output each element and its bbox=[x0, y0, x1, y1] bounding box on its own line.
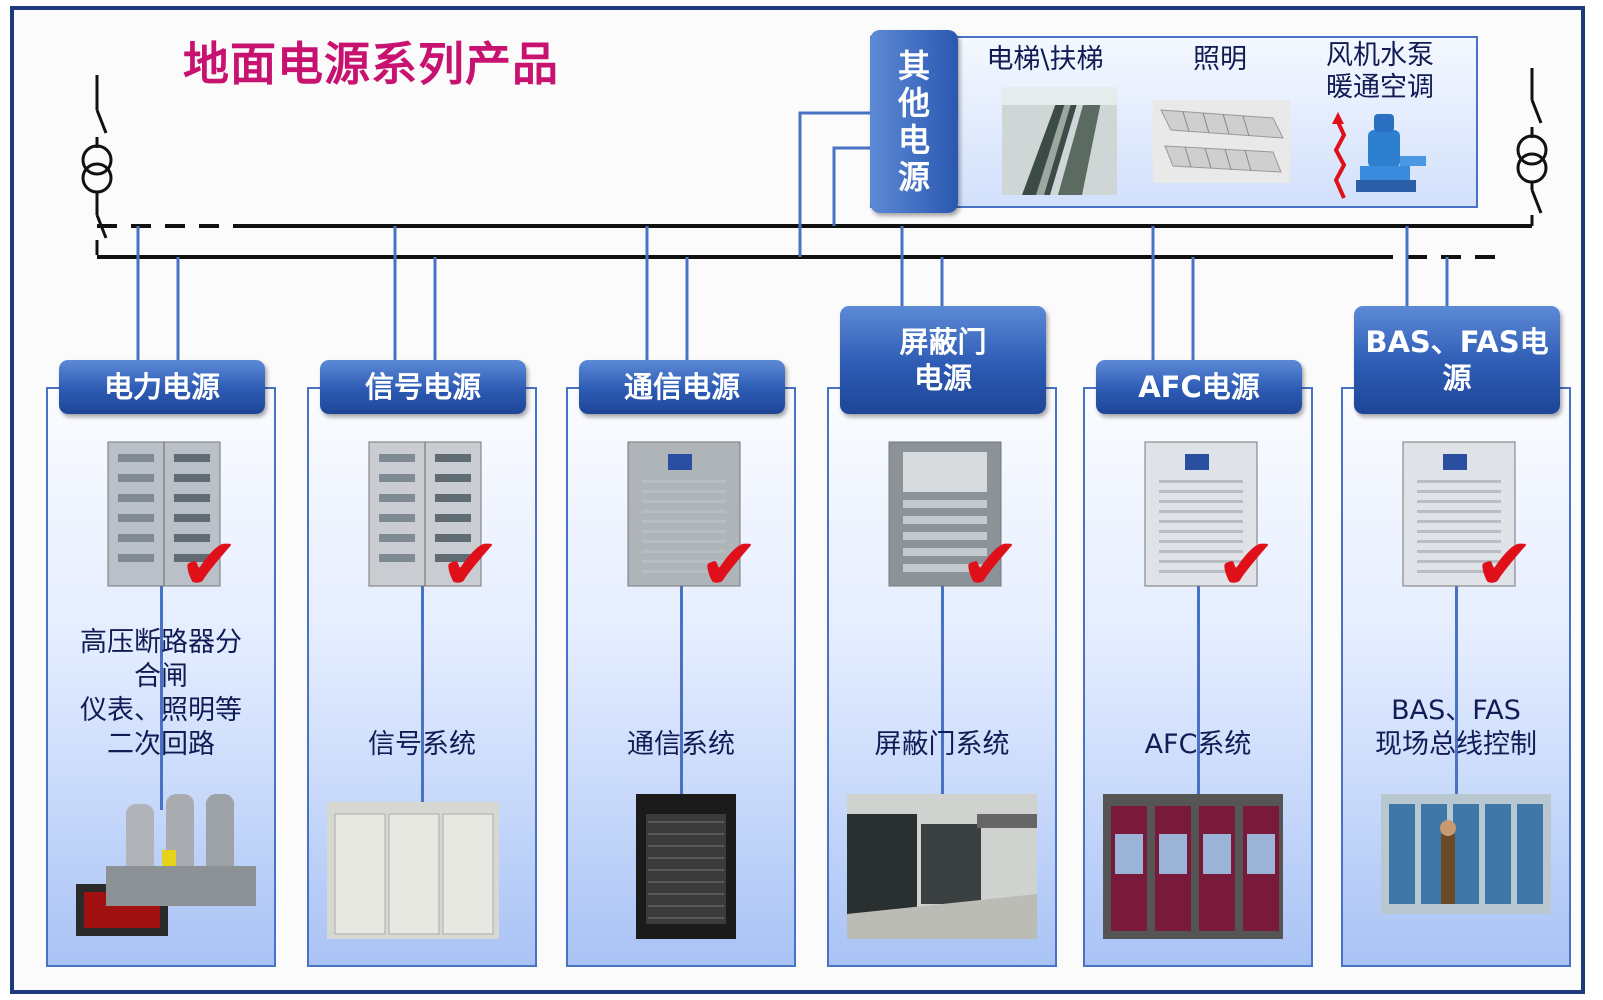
signal-cabinet-icon bbox=[368, 441, 482, 587]
bus-bars bbox=[97, 224, 1532, 259]
power-type-header: 屏蔽门 电源 bbox=[840, 306, 1046, 414]
water-pump-photo-icon bbox=[1332, 112, 1426, 199]
platform-door-photo-icon bbox=[847, 794, 1037, 939]
signal-room-photo-icon bbox=[327, 802, 499, 939]
column-connector bbox=[160, 560, 163, 810]
escalator-label: 电梯\扶梯 bbox=[986, 44, 1104, 75]
checkmark-icon: ✔ bbox=[440, 522, 501, 606]
power-type-header: AFC电源 bbox=[1096, 360, 1302, 414]
application-description: 高压断路器分 合闸 仪表、照明等 二次回路 bbox=[80, 627, 242, 760]
psd-cabinet-icon bbox=[888, 441, 1002, 587]
column-feeders bbox=[136, 226, 1449, 360]
checkmark-icon: ✔ bbox=[1216, 522, 1277, 606]
application-description: 通信系统 bbox=[627, 729, 735, 760]
ceiling-light-photo-icon bbox=[1153, 100, 1290, 183]
other-power-feeders bbox=[798, 111, 870, 257]
right-incomer bbox=[1516, 68, 1548, 226]
application-description: 信号系统 bbox=[368, 729, 476, 760]
other-power-header: 其他电源 bbox=[870, 30, 958, 213]
power-type-header: 电力电源 bbox=[59, 360, 265, 414]
circuit-breaker-photo-icon bbox=[76, 794, 256, 936]
lighting-label: 照明 bbox=[1193, 44, 1247, 75]
ups-tower-icon bbox=[1144, 441, 1258, 587]
column-connector bbox=[941, 560, 944, 810]
power-type-header: 信号电源 bbox=[320, 360, 526, 414]
checkmark-icon: ✔ bbox=[179, 522, 240, 606]
column-connector bbox=[421, 560, 424, 810]
server-rack-photo-icon bbox=[636, 794, 736, 939]
power-type-header: BAS、FAS电 源 bbox=[1354, 306, 1560, 414]
power-type-header: 通信电源 bbox=[579, 360, 785, 414]
page-title: 地面电源系列产品 bbox=[183, 37, 559, 91]
column-connector bbox=[1455, 560, 1458, 810]
ups-tower-icon bbox=[1402, 441, 1516, 587]
column-connector bbox=[680, 560, 683, 810]
ups-cabinet-icon bbox=[627, 441, 741, 587]
left-incomer bbox=[81, 75, 113, 255]
ticket-machine-photo-icon bbox=[1103, 794, 1283, 939]
checkmark-icon: ✔ bbox=[1474, 522, 1535, 606]
hvac-pump-label: 风机水泵 暖通空调 bbox=[1326, 40, 1434, 103]
power-cabinet-icon bbox=[107, 441, 221, 587]
checkmark-icon: ✔ bbox=[699, 522, 760, 606]
application-description: AFC系统 bbox=[1144, 729, 1252, 760]
column-connector bbox=[1197, 560, 1200, 810]
control-room-photo-icon bbox=[1381, 794, 1551, 914]
application-description: BAS、FAS 现场总线控制 bbox=[1375, 695, 1537, 760]
checkmark-icon: ✔ bbox=[960, 522, 1021, 606]
application-description: 屏蔽门系统 bbox=[874, 729, 1010, 760]
escalator-photo-icon bbox=[1002, 87, 1117, 195]
